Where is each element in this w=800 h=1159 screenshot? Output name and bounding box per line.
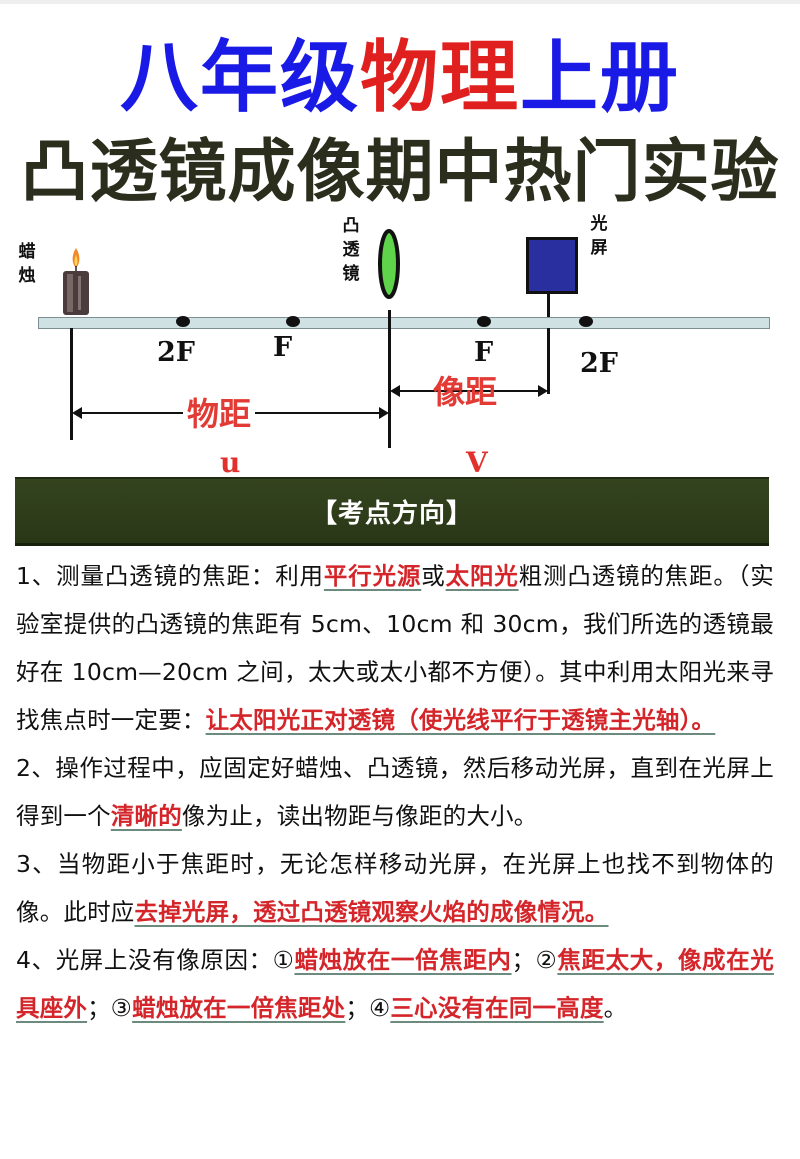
text-segment: 粗测凸透镜的焦距。（实验室提供的凸透镜的焦距有 5cm、10cm 和 30cm，… [16, 562, 774, 734]
candle-reference-line [70, 328, 73, 440]
screen-reference-line [547, 328, 550, 394]
title-part-grade: 八年级 [119, 33, 360, 123]
screen-label-char: 屏 [590, 238, 608, 258]
exam-point-item: 4、光屏上没有像原因：①蜡烛放在一倍焦距内；②焦距太大，像成在光具座外；③蜡烛放… [16, 936, 774, 1032]
exam-point-item: 2、操作过程中，应固定好蜡烛、凸透镜，然后移动光屏，直到在光屏上得到一个清晰的像… [16, 744, 774, 840]
highlighted-text: 清晰的 [110, 802, 182, 830]
text-segment: 3、当物距小于焦距时，无论怎样移动光屏，在光屏上也找不到物体的像。此时应 [16, 850, 774, 926]
optical-bench-rail [38, 317, 770, 329]
image-distance-symbol: V [466, 446, 488, 479]
section-header-title: 【考点方向】 [310, 498, 473, 529]
screen-stand [547, 291, 550, 317]
section-header: 【考点方向】 [15, 477, 769, 546]
highlighted-text: 让太阳光正对透镜（使光线平行于透镜主光轴）。 [205, 706, 716, 734]
object-distance-symbol: u [220, 446, 241, 479]
page-title: 八年级物理上册 [0, 28, 800, 128]
lens-imaging-diagram: 蜡 烛 凸 透 镜 光 屏 2F F F 2F 物距 u [0, 210, 800, 479]
text-segment: ；③ [87, 994, 133, 1022]
text-segment: 2、操作过程中，应固定好蜡烛、凸透镜，然后移动光屏，直到在光屏上得到一个 [16, 754, 774, 830]
screen-label-char: 光 [590, 214, 608, 234]
highlighted-text: 蜡烛放在一倍焦距处 [132, 994, 346, 1022]
image-distance-arrow [390, 385, 548, 397]
screen-label: 光 屏 [589, 212, 609, 260]
candle-icon [63, 248, 89, 315]
candle-label: 蜡 烛 [17, 240, 37, 288]
candle-label-char: 蜡 [18, 242, 36, 262]
right-2f-point [579, 316, 593, 327]
lens-label: 凸 透 镜 [341, 214, 361, 286]
highlighted-text: 焦距太大，像成在光具座外 [16, 946, 774, 1022]
exam-point-item: 3、当物距小于焦距时，无论怎样移动光屏，在光屏上也找不到物体的像。此时应去掉光屏… [16, 840, 774, 936]
title-part-volume: 上册 [520, 33, 681, 123]
highlighted-text: 平行光源 [323, 562, 422, 590]
highlighted-text: 三心没有在同一高度 [390, 994, 604, 1022]
lens-label-char: 镜 [342, 264, 360, 284]
light-screen-icon [526, 237, 578, 294]
left-f-label: F [273, 332, 293, 363]
convex-lens-icon [378, 229, 400, 299]
object-distance-label: 物距 [183, 396, 256, 432]
lens-reference-line [388, 310, 391, 448]
page-subtitle: 凸透镜成像期中热门实验 [20, 133, 780, 212]
highlighted-text: 蜡烛放在一倍焦距内 [294, 946, 512, 974]
text-segment: 或 [421, 562, 446, 590]
text-segment: 1、测量凸透镜的焦距：利用 [16, 562, 324, 590]
text-segment: 像为止，读出物距与像距的大小。 [181, 802, 538, 830]
left-2f-point [176, 316, 190, 327]
lens-label-char: 凸 [342, 216, 360, 236]
right-2f-label: 2F [580, 348, 618, 379]
exam-points-list: 1、测量凸透镜的焦距：利用平行光源或太阳光粗测凸透镜的焦距。（实验室提供的凸透镜… [16, 552, 774, 1032]
top-edge [0, 0, 800, 4]
highlighted-text: 太阳光 [445, 562, 519, 590]
image-distance-label: 像距 [433, 373, 498, 411]
left-2f-label: 2F [157, 337, 195, 368]
lens-label-char: 透 [342, 240, 360, 260]
title-part-subject: 物理 [359, 33, 520, 123]
text-segment: 4、光屏上没有像原因：① [16, 946, 295, 974]
highlighted-text: 去掉光屏，透过凸透镜观察火焰的成像情况。 [134, 898, 609, 926]
left-f-point [286, 316, 300, 327]
exam-point-item: 1、测量凸透镜的焦距：利用平行光源或太阳光粗测凸透镜的焦距。（实验室提供的凸透镜… [16, 552, 774, 744]
text-segment: ；④ [345, 994, 391, 1022]
right-f-label: F [474, 337, 494, 368]
right-f-point [477, 316, 491, 327]
candle-label-char: 烛 [18, 266, 36, 286]
text-segment: ；② [511, 946, 558, 974]
text-segment: 。 [603, 994, 628, 1022]
